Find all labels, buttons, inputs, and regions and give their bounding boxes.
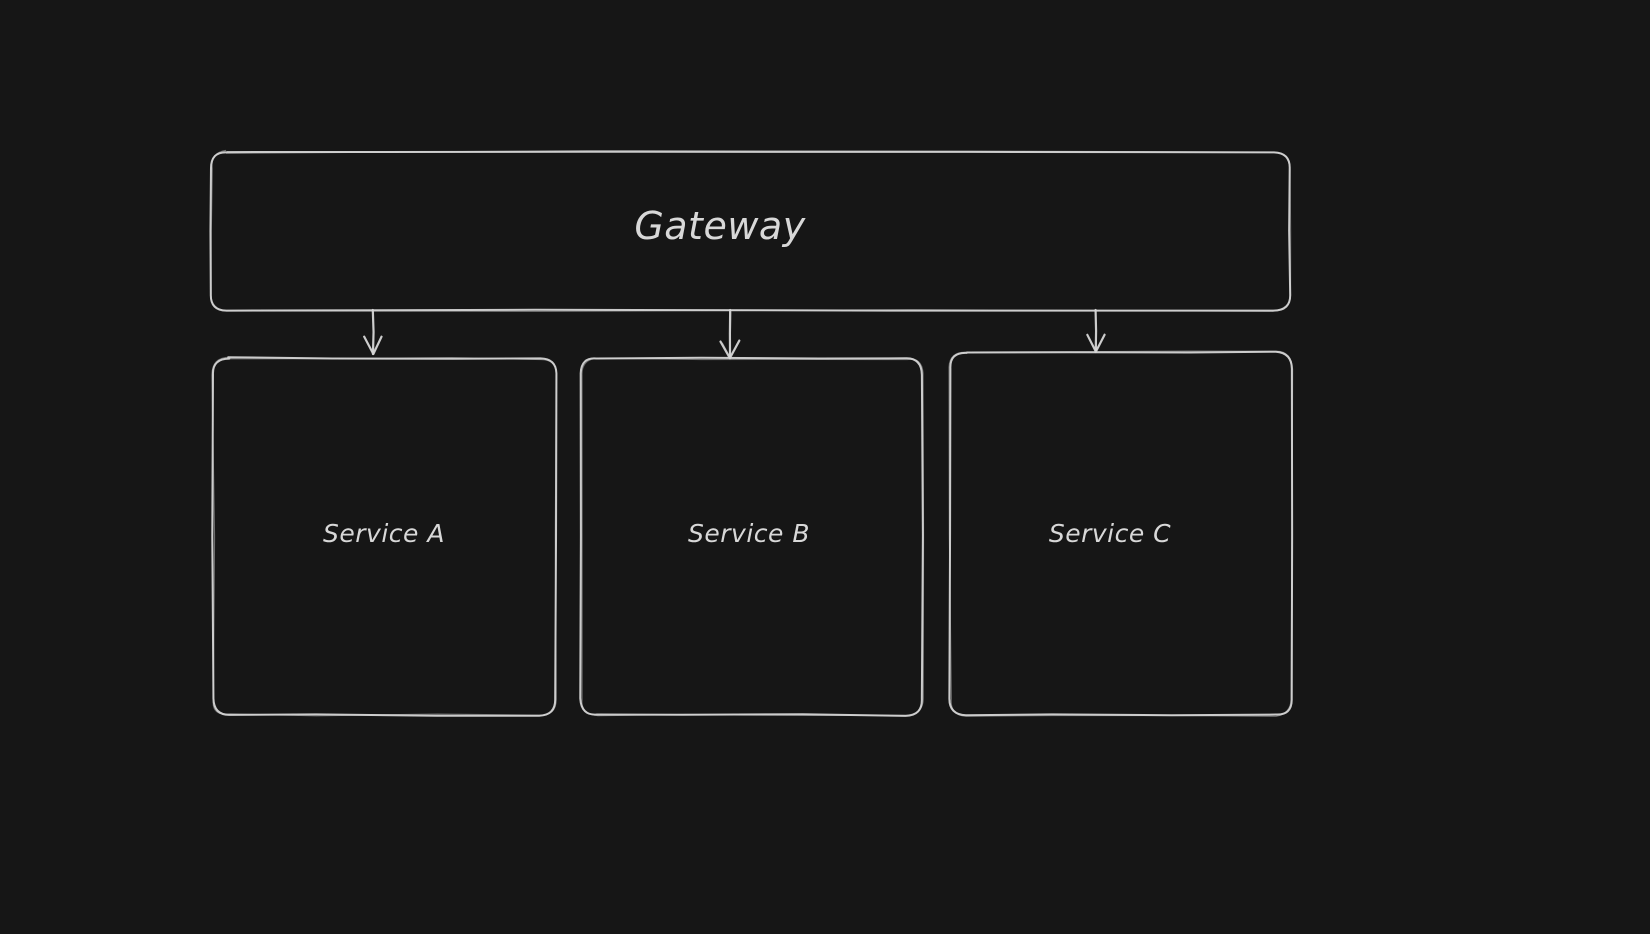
service-b-node[interactable] [581,358,922,715]
service-a-node[interactable] [213,358,556,715]
service-c-node[interactable] [950,352,1292,715]
gateway-node[interactable] [211,152,1290,310]
